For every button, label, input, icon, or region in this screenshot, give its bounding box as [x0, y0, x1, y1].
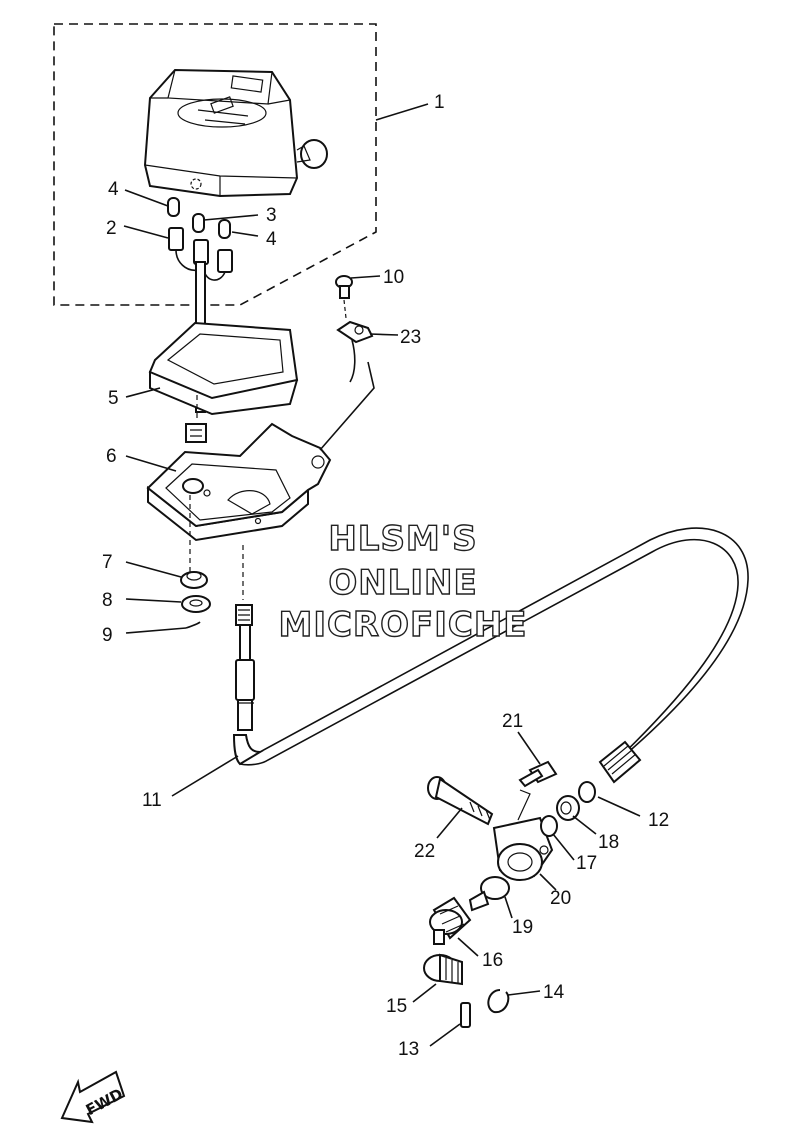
- drive-gear-part-16[interactable]: [429, 890, 490, 945]
- bolt-part-21[interactable]: [518, 760, 558, 788]
- forward-direction-arrow-icon: FWD: [60, 1070, 126, 1124]
- callout-6: 6: [106, 446, 117, 467]
- watermark-line-3: MICROFICHE: [278, 605, 527, 645]
- oil-seal-part-18[interactable]: [556, 795, 580, 821]
- callout-15: 15: [386, 996, 407, 1017]
- callout-4: 4: [266, 229, 277, 250]
- callout-13: 13: [398, 1039, 419, 1060]
- callout-23: 23: [400, 327, 421, 348]
- meter-bracket-part[interactable]: [146, 422, 332, 542]
- callout-16: 16: [482, 950, 503, 971]
- o-ring-part-17[interactable]: [540, 815, 558, 837]
- bolt-part-22[interactable]: [427, 776, 494, 826]
- callout-21: 21: [502, 711, 523, 732]
- callout-22: 22: [414, 841, 435, 862]
- o-ring-part-12[interactable]: [578, 781, 596, 803]
- watermark-line-2: ONLINE: [328, 563, 477, 603]
- callout-20: 20: [550, 888, 571, 909]
- callout-12: 12: [648, 810, 669, 831]
- callout-8: 8: [102, 590, 113, 611]
- grommet-part[interactable]: [180, 571, 208, 589]
- bulb-socket-part[interactable]: [168, 227, 233, 281]
- speedometer-cable-part[interactable]: [232, 527, 749, 784]
- callout-11: 11: [142, 790, 162, 811]
- o-ring-part-19[interactable]: [480, 876, 510, 900]
- pin-part-13[interactable]: [460, 1002, 471, 1028]
- callout-4: 4: [108, 179, 119, 200]
- watermark: HLSM'S ONLINE MICROFICHE: [278, 518, 527, 645]
- callout-7: 7: [102, 552, 113, 573]
- driven-gear-part-15[interactable]: [423, 953, 463, 986]
- leader-lines: [123, 103, 641, 1047]
- gear-housing-part[interactable]: [492, 789, 554, 881]
- callout-14: 14: [543, 982, 565, 1003]
- assembly-boundary: [53, 23, 377, 306]
- callout-19: 19: [512, 917, 533, 938]
- indicator-bulb-part[interactable]: [167, 197, 231, 239]
- washer-part[interactable]: [181, 595, 211, 613]
- callout-5: 5: [108, 388, 119, 409]
- watermark-line-1: HLSM'S: [328, 519, 477, 559]
- callout-3: 3: [266, 205, 277, 226]
- stay-bracket-part[interactable]: [319, 320, 375, 451]
- callout-1: 1: [434, 92, 445, 113]
- callout-10: 10: [383, 267, 404, 288]
- callout-labels: 1 2 3 4 4 5 6 7 8 9 10 11 12 13 14 15 16…: [102, 92, 669, 1060]
- callout-18: 18: [598, 832, 619, 853]
- callout-2: 2: [106, 218, 117, 239]
- circlip-part-14[interactable]: [487, 989, 510, 1014]
- callout-9: 9: [102, 625, 113, 646]
- callout-17: 17: [576, 853, 597, 874]
- meter-assembly-part[interactable]: [143, 68, 328, 198]
- clip-part[interactable]: [185, 621, 201, 629]
- meter-cover-part[interactable]: [148, 321, 299, 416]
- bolt-part-10[interactable]: [335, 275, 353, 319]
